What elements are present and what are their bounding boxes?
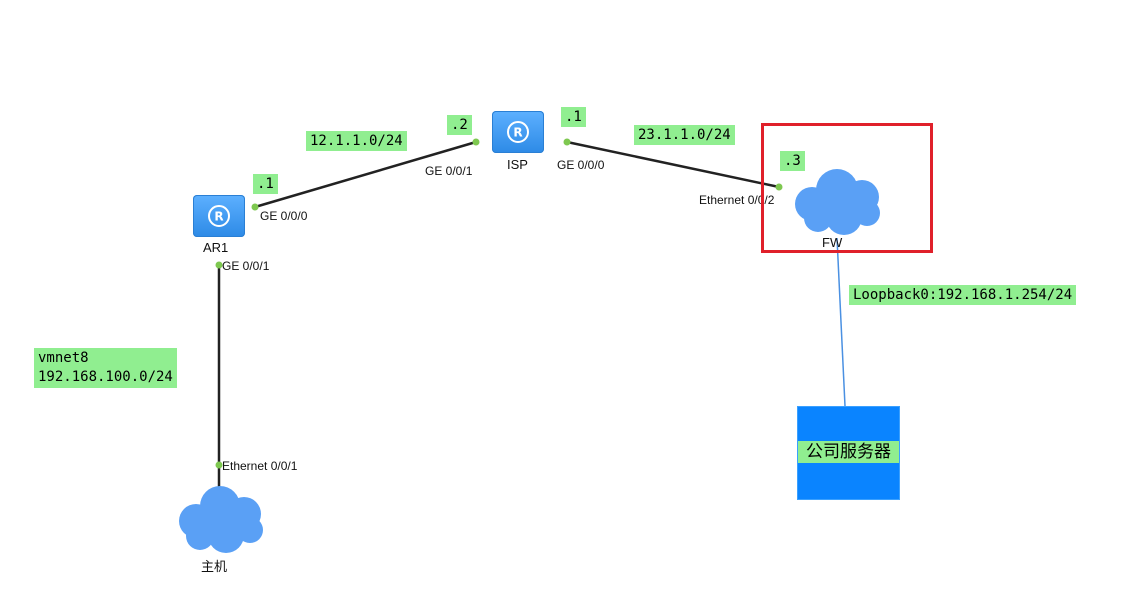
svg-text:R: R: [513, 126, 522, 140]
ar1-label: AR1: [203, 240, 229, 255]
ar1-port-ge000: GE 0/0/0: [260, 209, 308, 223]
vmnet-network: 192.168.100.0/24: [38, 369, 173, 385]
isp-port-ge000: GE 0/0/0: [557, 158, 605, 172]
port-dot: [563, 138, 571, 146]
port-dot: [215, 461, 223, 469]
loopback-tag: Loopback0:192.168.1.254/24: [849, 285, 1077, 305]
isp-left-ip-tag: .2: [447, 115, 472, 135]
isp-port-ge001: GE 0/0/1: [425, 164, 473, 178]
port-dot: [472, 138, 480, 146]
isp-router-icon[interactable]: R: [492, 111, 544, 153]
vmnet-name: vmnet8: [38, 350, 89, 366]
port-dot: [215, 261, 223, 269]
fw-highlight-box: [761, 123, 933, 253]
ar1-router-icon[interactable]: R: [193, 195, 245, 237]
link-isp-fw[interactable]: [566, 140, 780, 189]
company-server-icon[interactable]: 公司服务器: [797, 406, 900, 500]
port-dot: [775, 183, 783, 191]
host-label: 主机: [201, 559, 228, 574]
link-ar1-isp[interactable]: [254, 140, 477, 209]
host-cloud-icon[interactable]: [179, 486, 263, 553]
host-port-eth001: Ethernet 0/0/1: [222, 459, 298, 473]
port-dot: [251, 203, 259, 211]
fw-ip-tag: .3: [780, 151, 805, 171]
fw-cloud-icon[interactable]: [795, 169, 880, 235]
isp-label: ISP: [507, 157, 528, 172]
ar1-port-ge001: GE 0/0/1: [222, 259, 270, 273]
fw-port-eth002: Ethernet 0/0/2: [699, 193, 775, 207]
ar1-ip-tag: .1: [253, 174, 278, 194]
vmnet-tag: vmnet8 192.168.100.0/24: [34, 348, 177, 388]
network-12-tag: 12.1.1.0/24: [306, 131, 407, 151]
link-fw-server[interactable]: [836, 237, 846, 407]
isp-right-ip-tag: .1: [561, 107, 586, 127]
fw-label: FW: [822, 235, 843, 250]
svg-text:R: R: [214, 210, 223, 224]
server-label: 公司服务器: [798, 441, 899, 463]
network-23-tag: 23.1.1.0/24: [634, 125, 735, 145]
